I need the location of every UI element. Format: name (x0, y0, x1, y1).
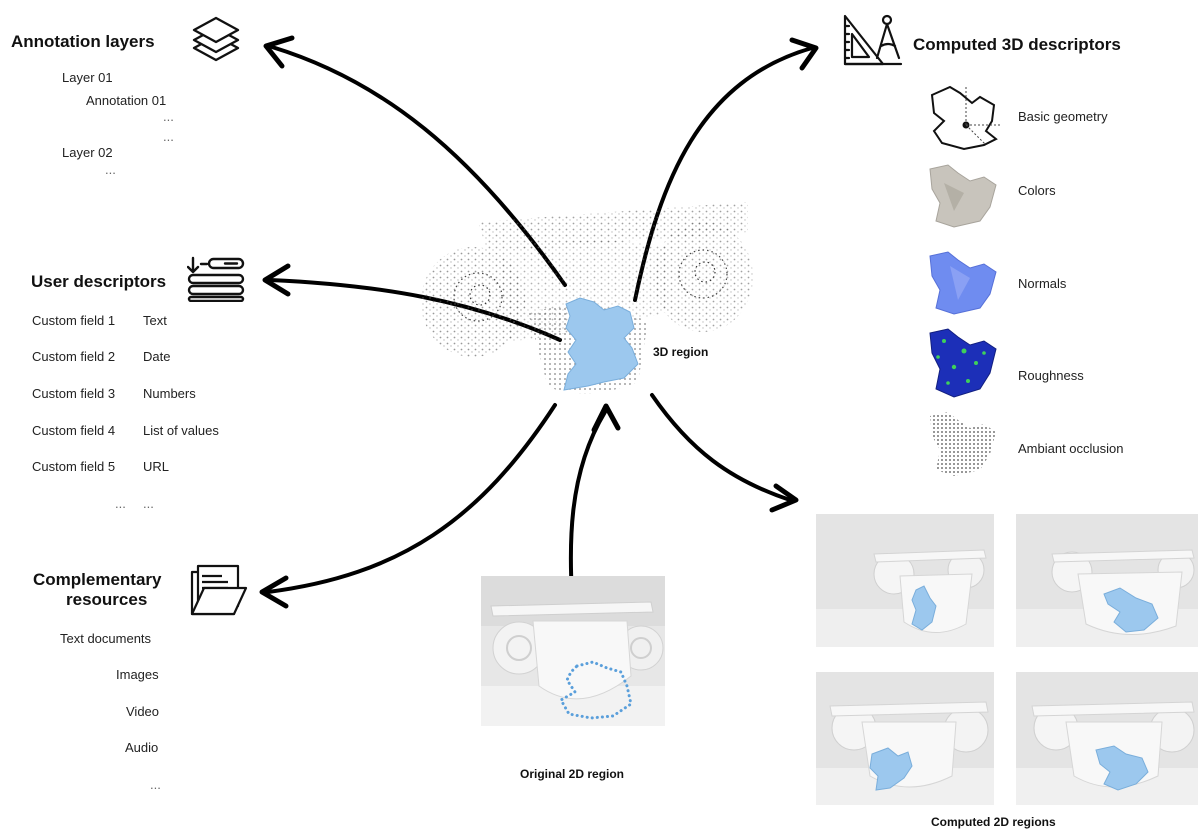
custom-field-type: Date (143, 349, 171, 364)
computed-2d-view (1016, 672, 1198, 805)
arrowhead-original-2d (591, 403, 621, 433)
descriptor-label: Normals (1018, 276, 1067, 291)
original-2d-region-image (481, 576, 665, 726)
descriptor-label: Basic geometry (1018, 109, 1108, 124)
arrowhead-user-descriptors (262, 263, 291, 297)
arrowhead-complementary (259, 575, 289, 609)
resource-item: Text documents (60, 631, 152, 646)
custom-field-type: URL (143, 459, 170, 474)
basic-geometry-thumb (930, 85, 1002, 151)
complementary-title-line2: resources (66, 590, 148, 609)
descriptor-label: Roughness (1018, 368, 1084, 383)
original-2d-caption: Original 2D region (520, 767, 625, 781)
custom-field-label: ... (115, 496, 126, 511)
arrowhead-computed-2d (769, 483, 799, 513)
resource-item: Video (126, 704, 160, 719)
arrowhead-computed-3d (789, 37, 819, 71)
resource-item: Audio (125, 740, 159, 755)
layer-item: ... (105, 162, 116, 177)
custom-field-label: Custom field 3 (32, 386, 116, 401)
folder-documents-icon (190, 564, 248, 616)
descriptor-label: Colors (1018, 183, 1056, 198)
layer-item: ... (163, 109, 174, 124)
descriptor-label: Ambiant occlusion (1018, 441, 1124, 456)
custom-field-label: Custom field 2 (32, 349, 116, 364)
arrowhead-annotation-layers (263, 35, 295, 69)
computed-2d-view (816, 672, 994, 805)
resource-item: ... (150, 777, 161, 792)
roughness-thumb (929, 328, 997, 398)
3d-region-label: 3D region (653, 345, 709, 359)
custom-field-type: Text (143, 313, 167, 328)
annotation-layers-title: Annotation layers (11, 32, 155, 51)
custom-field-type: Numbers (143, 386, 196, 401)
layers-icon (192, 16, 240, 62)
layer-item: Annotation 01 (86, 93, 167, 108)
3d-region-shape (563, 297, 639, 391)
normals-thumb (929, 251, 997, 315)
computed-2d-caption: Computed 2D regions (931, 815, 1056, 829)
arrow-to-computed-2d (650, 393, 792, 502)
arrow-to-complementary (266, 403, 557, 594)
custom-field-label: Custom field 1 (32, 313, 116, 328)
colors-thumb (929, 164, 997, 228)
custom-field-type: List of values (143, 423, 219, 438)
custom-field-label: Custom field 4 (32, 423, 116, 438)
form-list-icon (187, 256, 245, 302)
drafting-tools-icon (843, 14, 903, 66)
layer-item: Layer 02 (62, 145, 113, 160)
custom-field-type: ... (143, 496, 154, 511)
user-descriptors-title: User descriptors (31, 272, 167, 291)
resource-item: Images (116, 667, 159, 682)
computed-2d-view (816, 514, 994, 647)
layer-item: Layer 01 (62, 70, 113, 85)
computed-2d-view (1016, 514, 1198, 647)
computed-3d-title: Computed 3D descriptors (913, 35, 1121, 54)
custom-field-label: Custom field 5 (32, 459, 116, 474)
ambient-occlusion-thumb (930, 412, 996, 476)
point-cloud-capital (421, 202, 753, 394)
layer-item: ... (163, 129, 174, 144)
dotted-2d-outline (558, 660, 633, 720)
complementary-title-line1: Complementary (33, 570, 162, 589)
